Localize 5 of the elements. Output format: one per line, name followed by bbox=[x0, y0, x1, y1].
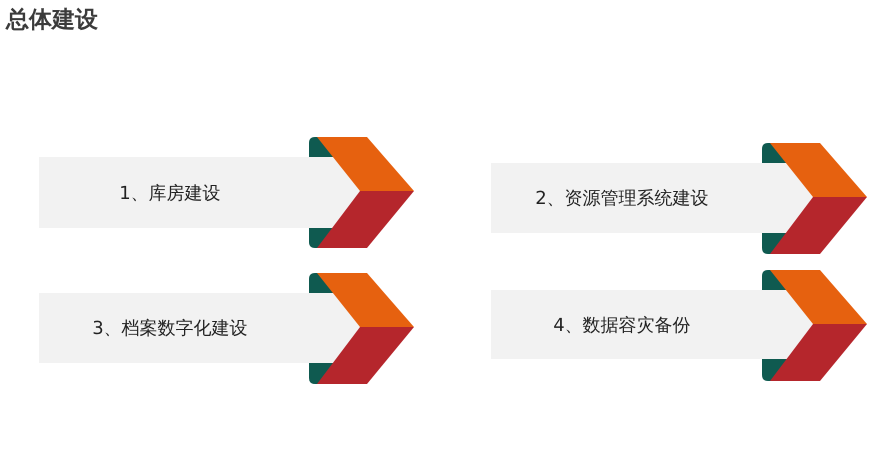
title: 总体建设 bbox=[6, 6, 98, 35]
text-band: 1、库房建设 bbox=[39, 157, 361, 228]
text-band: 4、数据容灾备份 bbox=[491, 290, 813, 359]
text-band: 3、档案数字化建设 bbox=[39, 293, 361, 363]
text-band: 2、资源管理系统建设 bbox=[491, 163, 813, 233]
